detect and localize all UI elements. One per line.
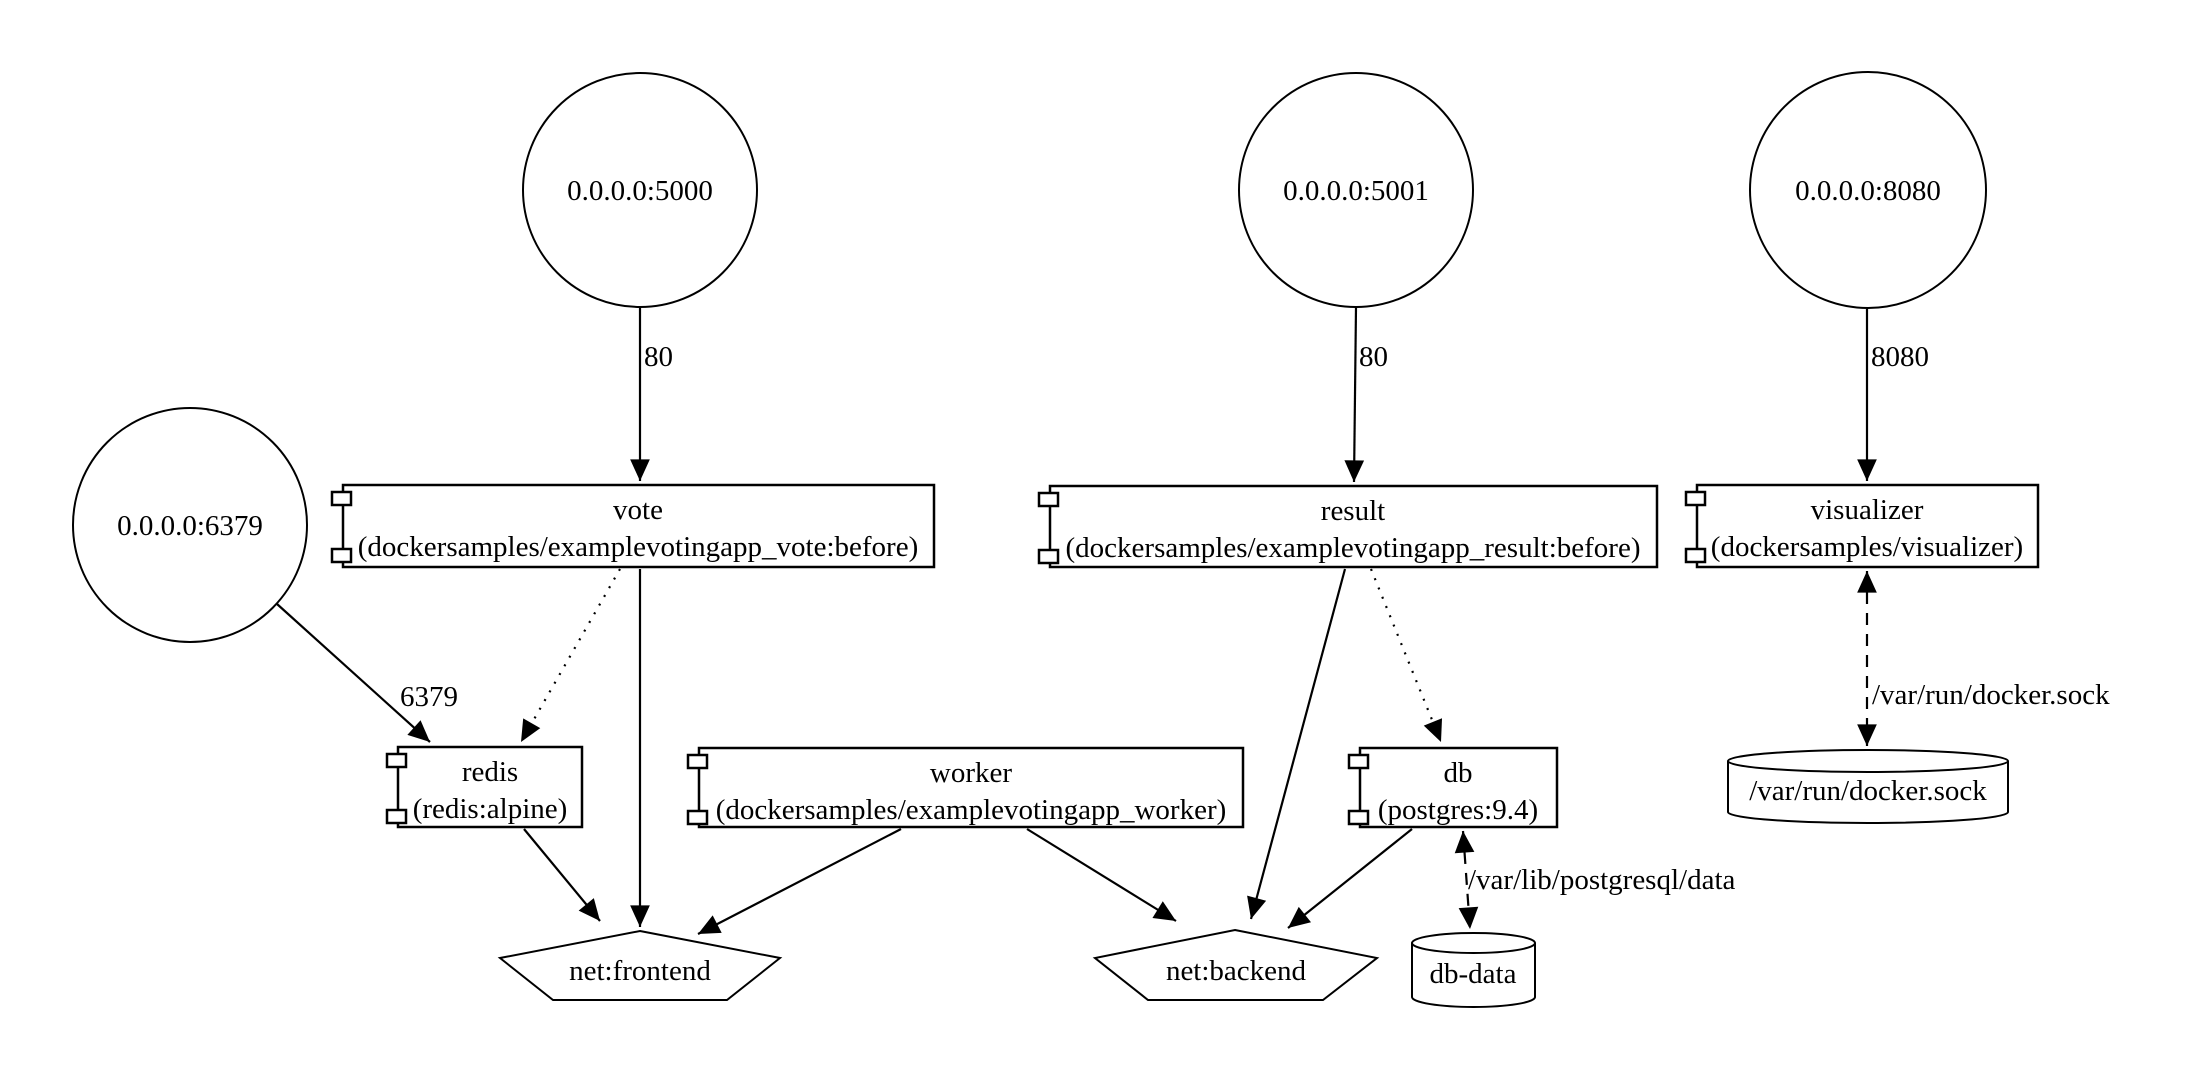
- port-node-5000: 0.0.0.0:5000: [522, 72, 758, 308]
- service-name: visualizer: [1811, 494, 1924, 526]
- component-tab-icon: [686, 753, 709, 770]
- edge-db-db-data-volume: [1454, 830, 1479, 930]
- edge-worker-net-frontend: [697, 828, 902, 935]
- service-node-vote: vote (dockersamples/examplevotingapp_vot…: [330, 483, 936, 569]
- port-node-5001: 0.0.0.0:5001: [1238, 72, 1474, 308]
- service-node-result: result (dockersamples/examplevotingapp_r…: [1037, 484, 1659, 569]
- port-circle: [72, 407, 308, 643]
- network-pentagon: [497, 929, 783, 1001]
- edge-label-port-6379: 6379: [400, 681, 458, 713]
- service-image: (postgres:9.4): [1378, 794, 1538, 826]
- component-tab-icon: [385, 752, 408, 769]
- component-tab-icon: [1684, 490, 1707, 507]
- edge-result-net-backend: [1247, 568, 1347, 920]
- service-name: db: [1444, 757, 1473, 789]
- edge-label-docker-sock-mount: /var/run/docker.sock: [1872, 679, 2110, 711]
- component-box: [697, 746, 1245, 829]
- edge-labels: 80 80 8080 6379 /var/run/docker.sock /va…: [400, 341, 2110, 896]
- component-box: [1358, 746, 1559, 829]
- service-image: (redis:alpine): [413, 793, 568, 825]
- network-pentagon: [1092, 928, 1380, 1001]
- component-box: [341, 483, 936, 569]
- port-node-6379: 0.0.0.0:6379: [72, 407, 308, 643]
- service-name: vote: [613, 494, 663, 526]
- edge-vote-redis-dependency: [520, 568, 621, 743]
- port-circle: [1749, 71, 1987, 309]
- volume-cylinder-lid: [1727, 760, 2009, 773]
- service-image: (dockersamples/visualizer): [1711, 531, 2023, 563]
- edge-label-port-80-vote: 80: [644, 341, 673, 373]
- edge-label-postgres-data-mount: /var/lib/postgresql/data: [1468, 864, 1736, 896]
- service-node-db: db (postgres:9.4): [1347, 746, 1559, 829]
- port-label: 0.0.0.0:5000: [567, 175, 713, 207]
- network-node-backend: net:backend: [1092, 928, 1380, 1001]
- service-name: redis: [462, 756, 518, 788]
- port-node-8080: 0.0.0.0:8080: [1749, 71, 1987, 309]
- component-box: [1048, 484, 1659, 569]
- component-tab-icon: [1347, 753, 1370, 770]
- component-tab-icon: [1037, 548, 1060, 565]
- port-circle: [522, 72, 758, 308]
- network-node-frontend: net:frontend: [497, 929, 783, 1001]
- edges: [276, 306, 1877, 935]
- edge-label-port-80-result: 80: [1359, 341, 1388, 373]
- edge-label-port-8080: 8080: [1871, 341, 1929, 373]
- volume-label: /var/run/docker.sock: [1749, 775, 1987, 807]
- component-box: [396, 745, 584, 829]
- service-name: result: [1321, 495, 1385, 527]
- edge-port5001-result: [1344, 306, 1365, 483]
- component-tab-icon: [330, 547, 353, 564]
- component-tab-icon: [385, 808, 408, 825]
- port-label: 0.0.0.0:8080: [1795, 175, 1941, 207]
- edge-redis-net-frontend: [523, 828, 601, 922]
- edge-result-db-dependency: [1369, 568, 1443, 743]
- service-name: worker: [930, 757, 1012, 789]
- volume-node-db-data: db-data: [1411, 932, 1536, 1008]
- service-node-visualizer: visualizer (dockersamples/visualizer): [1684, 483, 2040, 569]
- port-label: 0.0.0.0:6379: [117, 510, 263, 542]
- edge-db-net-backend: [1287, 828, 1413, 929]
- network-label: net:backend: [1166, 955, 1307, 987]
- volume-label: db-data: [1430, 958, 1517, 990]
- edge-worker-net-backend: [1026, 828, 1177, 922]
- port-label: 0.0.0.0:5001: [1283, 175, 1429, 207]
- volume-cylinder-lid: [1411, 942, 1536, 954]
- service-node-redis: redis (redis:alpine): [385, 745, 584, 829]
- volume-node-docker-sock: /var/run/docker.sock: [1727, 749, 2009, 824]
- component-tab-icon: [1037, 491, 1060, 508]
- network-label: net:frontend: [569, 955, 711, 987]
- edge-port6379-redis: [276, 603, 431, 743]
- component-tab-icon: [686, 809, 709, 826]
- service-image: (dockersamples/examplevotingapp_result:b…: [1066, 532, 1641, 564]
- component-tab-icon: [330, 490, 353, 507]
- component-tab-icon: [1684, 547, 1707, 564]
- port-circle: [1238, 72, 1474, 308]
- service-image: (dockersamples/examplevotingapp_vote:bef…: [358, 531, 918, 563]
- component-tab-icon: [1347, 809, 1370, 826]
- component-box: [1695, 483, 2040, 569]
- service-image: (dockersamples/examplevotingapp_worker): [716, 794, 1227, 826]
- service-node-worker: worker (dockersamples/examplevotingapp_w…: [686, 746, 1245, 829]
